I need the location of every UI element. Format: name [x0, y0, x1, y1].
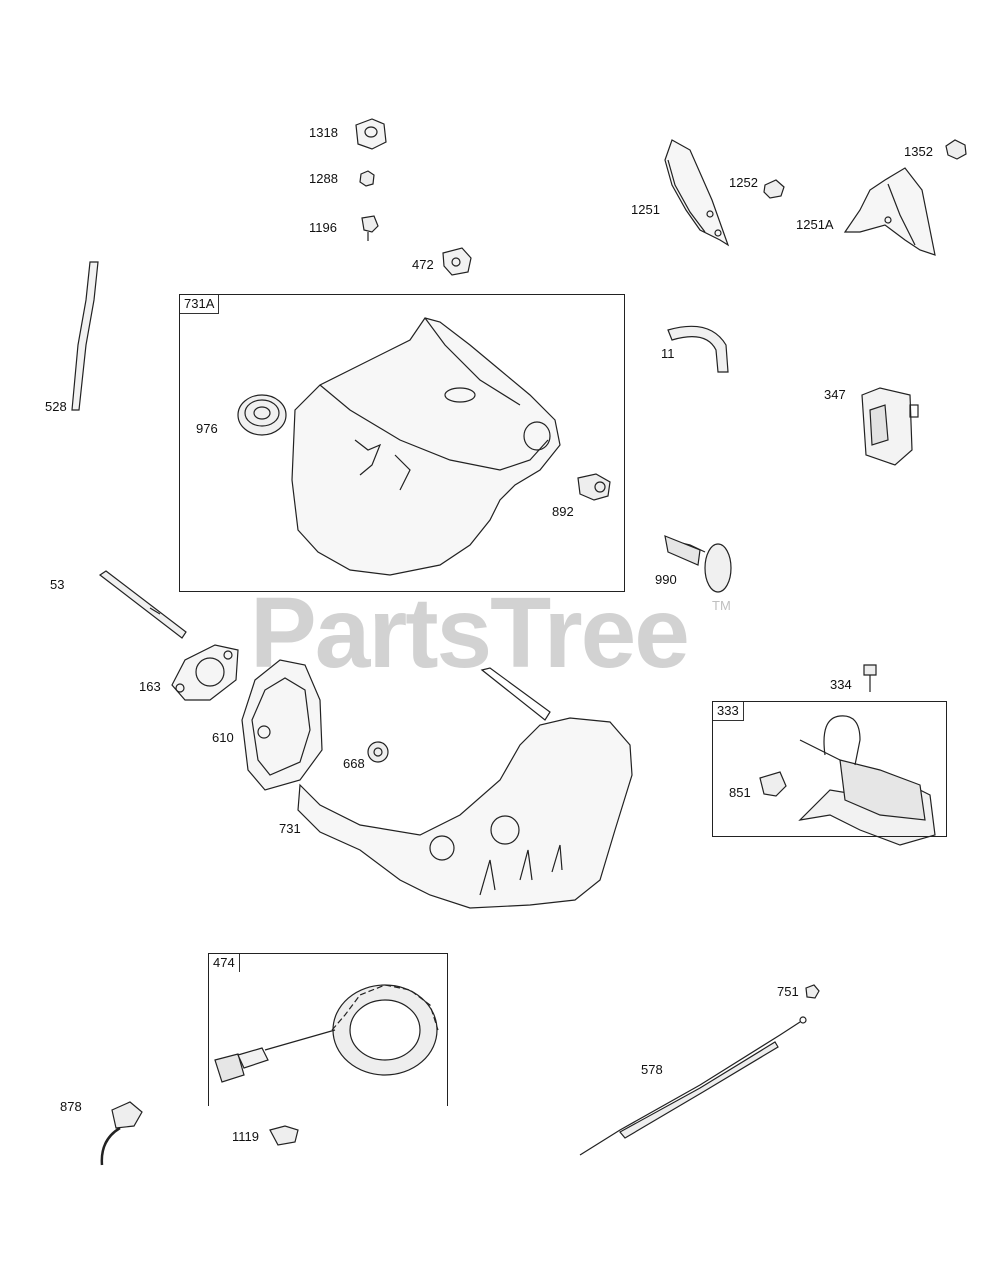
part-label-1352[interactable]: 1352 — [904, 144, 933, 159]
part-label-610[interactable]: 610 — [212, 730, 234, 745]
part-label-472[interactable]: 472 — [412, 257, 434, 272]
part-11-hose — [667, 325, 729, 373]
kit-box-474: 474 — [208, 953, 448, 1106]
part-label-1251A[interactable]: 1251A — [796, 217, 834, 232]
part-334-bolt — [863, 664, 877, 692]
kit-label-333[interactable]: 333 — [713, 702, 744, 721]
trademark-mark: TM — [712, 598, 731, 613]
part-label-976[interactable]: 976 — [196, 421, 218, 436]
part-751-nut — [805, 984, 820, 999]
kit-box-333: 333 — [712, 701, 947, 837]
part-label-1288[interactable]: 1288 — [309, 171, 338, 186]
part-53-rod — [98, 570, 187, 639]
part-label-1119[interactable]: 1119 — [232, 1129, 259, 1144]
part-label-334[interactable]: 334 — [830, 677, 852, 692]
part-668-spacer — [367, 741, 389, 763]
part-333-coil — [798, 715, 936, 846]
part-label-11[interactable]: 11 — [661, 346, 675, 361]
part-892-grommet — [577, 473, 611, 501]
part-label-851[interactable]: 851 — [729, 785, 751, 800]
part-label-1318[interactable]: 1318 — [309, 125, 338, 140]
part-731-shroud — [297, 667, 633, 909]
part-label-1252[interactable]: 1252 — [729, 175, 758, 190]
part-731A-housing — [291, 317, 561, 576]
part-label-731[interactable]: 731 — [279, 821, 301, 836]
part-label-578[interactable]: 578 — [641, 1062, 663, 1077]
part-472-clip — [442, 247, 472, 276]
part-474-stator — [214, 984, 439, 1083]
part-1196-fitting — [361, 215, 379, 241]
part-1119-screw — [269, 1125, 299, 1146]
part-label-892[interactable]: 892 — [552, 504, 574, 519]
part-label-751[interactable]: 751 — [777, 984, 799, 999]
part-1318-nut — [355, 118, 387, 150]
part-528-tube — [71, 261, 99, 411]
part-label-53[interactable]: 53 — [50, 577, 65, 592]
part-label-163[interactable]: 163 — [139, 679, 161, 694]
part-878-harness — [100, 1101, 143, 1166]
part-976-plug — [237, 394, 287, 436]
part-1352-nut — [945, 139, 967, 160]
part-1251-bracket — [664, 139, 730, 247]
part-label-990[interactable]: 990 — [655, 572, 677, 587]
part-label-1196[interactable]: 1196 — [309, 220, 337, 235]
part-label-528[interactable]: 528 — [45, 399, 67, 414]
part-851-boot — [759, 771, 787, 797]
part-578-wire — [579, 1016, 807, 1156]
part-1252-nut — [763, 179, 785, 199]
part-163-gasket — [171, 644, 239, 701]
part-label-878[interactable]: 878 — [60, 1099, 82, 1114]
part-label-347[interactable]: 347 — [824, 387, 846, 402]
parts-tree-watermark: PartsTree — [250, 577, 690, 689]
part-610-cover — [241, 659, 323, 791]
kit-label-731A[interactable]: 731A — [180, 295, 220, 314]
kit-label-474[interactable]: 474 — [209, 954, 240, 972]
part-990-knob — [664, 535, 732, 593]
part-1251A-bracket — [843, 167, 936, 256]
part-347-switch — [861, 387, 919, 466]
part-label-668[interactable]: 668 — [343, 756, 365, 771]
part-1288-nut — [359, 170, 375, 187]
kit-box-731A: 731A — [179, 294, 625, 592]
part-label-1251[interactable]: 1251 — [631, 202, 660, 217]
